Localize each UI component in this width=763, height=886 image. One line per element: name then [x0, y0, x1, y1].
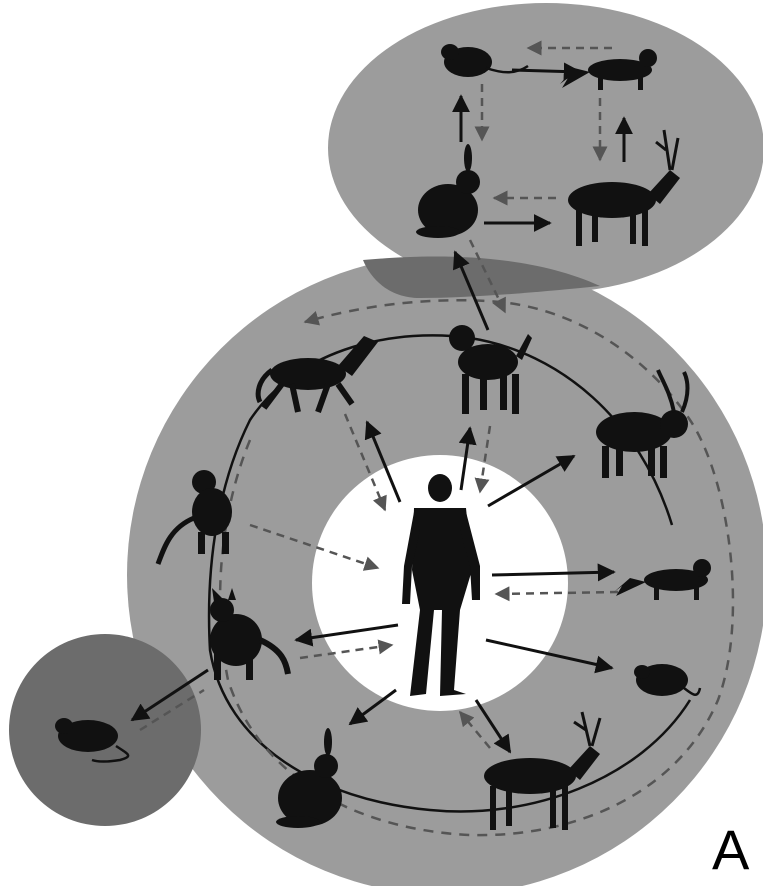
- panel-label: A: [712, 822, 749, 878]
- upper-cluster-zone: [328, 3, 763, 293]
